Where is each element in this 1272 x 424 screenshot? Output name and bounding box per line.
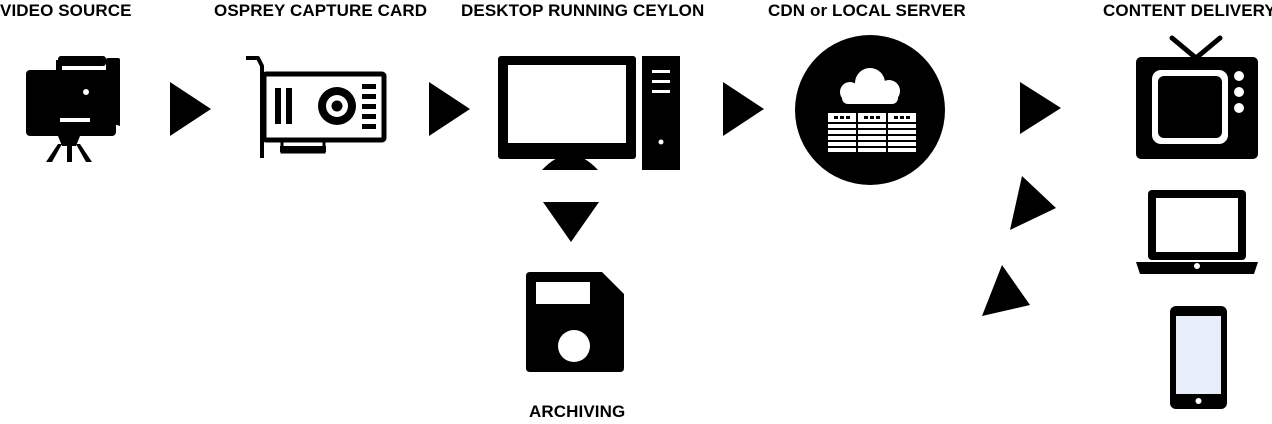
capture-card-label: OSPREY CAPTURE CARD xyxy=(214,1,428,20)
arrow-cdn-to-tv xyxy=(1020,82,1061,134)
content-delivery-label: CONTENT DELIVERY xyxy=(1103,1,1272,20)
television-icon xyxy=(1136,35,1258,159)
desktop-label: DESKTOP RUNNING CEYLON xyxy=(461,1,705,20)
arrow-camera-to-card xyxy=(170,82,211,136)
arrow-desktop-to-cdn xyxy=(723,82,764,136)
arrow-desktop-to-archive xyxy=(543,202,599,242)
cloud-server-icon xyxy=(795,35,945,185)
video-camera-icon xyxy=(26,56,120,162)
archiving-label: ARCHIVING xyxy=(529,402,626,421)
video-source-label: VIDEO SOURCE xyxy=(0,1,132,20)
floppy-disk-icon xyxy=(526,272,624,372)
smartphone-icon xyxy=(1170,306,1227,409)
cdn-label: CDN or LOCAL SERVER xyxy=(768,1,966,20)
laptop-icon xyxy=(1136,190,1258,274)
arrow-cdn-to-phone xyxy=(982,265,1030,316)
desktop-computer-icon xyxy=(498,56,680,170)
capture-card-icon xyxy=(246,56,387,158)
arrow-card-to-desktop xyxy=(429,82,470,136)
arrow-cdn-to-laptop xyxy=(1010,176,1056,230)
